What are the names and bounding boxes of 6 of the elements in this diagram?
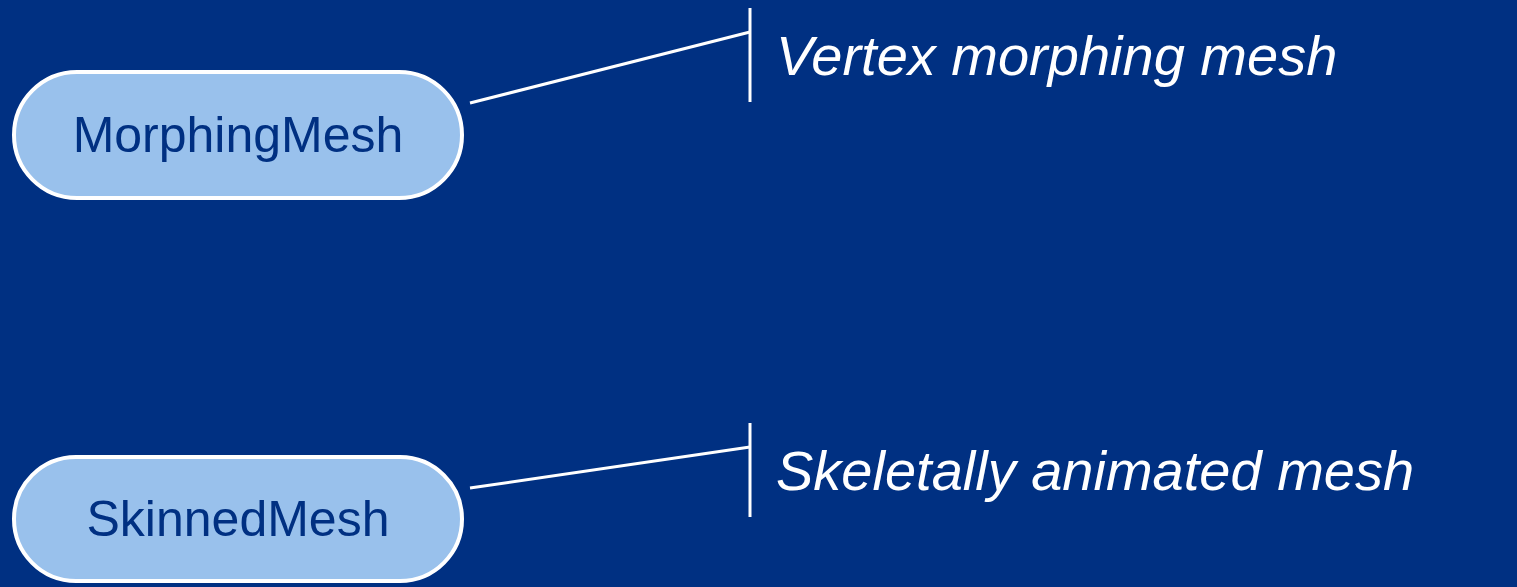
class-pill: SkinnedMesh bbox=[12, 455, 464, 583]
annotation-text: Skeletally animated mesh bbox=[750, 430, 1510, 510]
leader-line bbox=[469, 421, 752, 519]
annotation-text: Vertex morphing mesh bbox=[750, 15, 1450, 95]
leader-line bbox=[469, 6, 752, 105]
class-pill: MorphingMesh bbox=[12, 70, 464, 200]
